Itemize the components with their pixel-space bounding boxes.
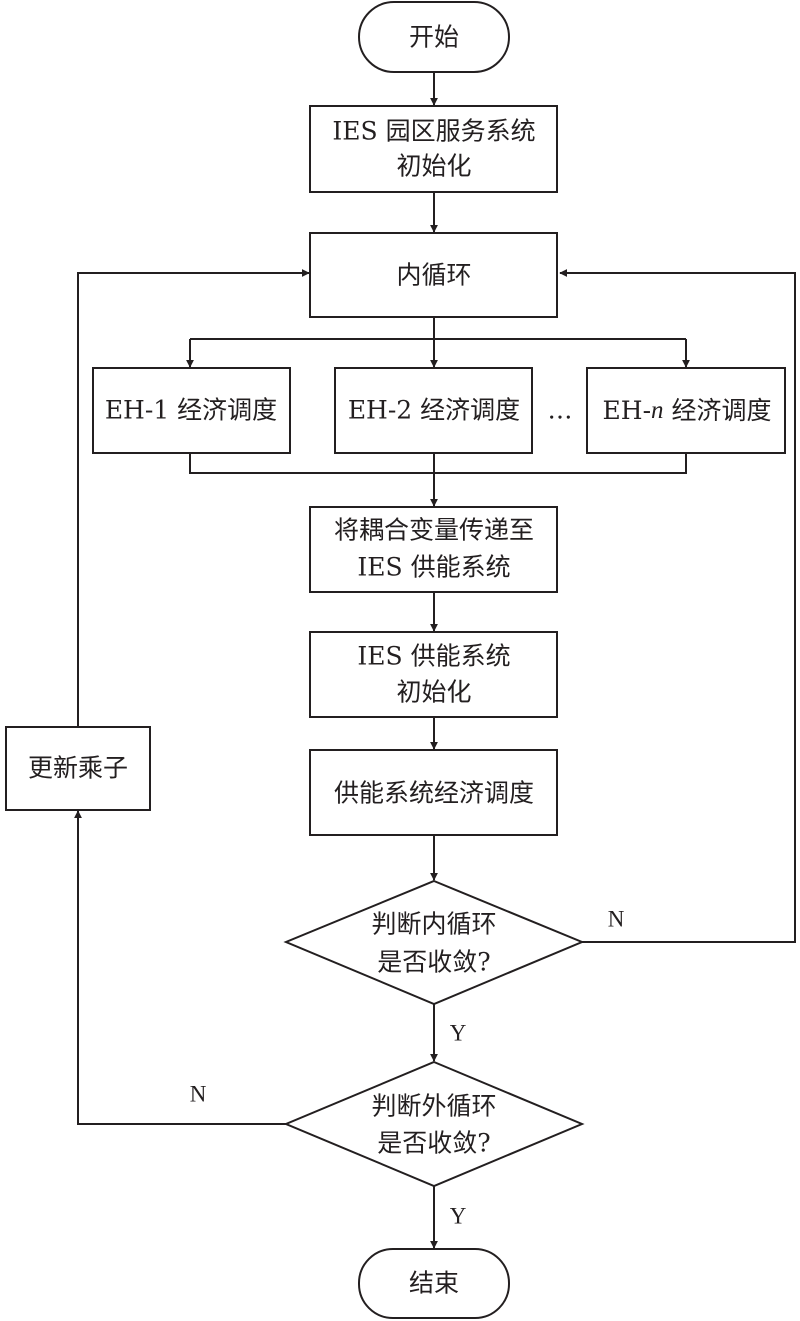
init-supply-label-line2: 初始化	[396, 678, 471, 707]
inner-loop-node: 内循环	[309, 232, 558, 318]
pass-vars-label-line1: 将耦合变量传递至	[334, 516, 534, 545]
init-supply-label-line1: IES 供能系统	[357, 642, 510, 671]
update-multiplier-node: 更新乘子	[5, 726, 151, 811]
init-service-label-line2: 初始化	[396, 152, 471, 181]
outer-check-decision: 判断外循环 是否收敛?	[283, 1060, 585, 1188]
arrow-outer-check-no	[74, 810, 286, 1125]
outer-check-label-line2: 是否收敛?	[377, 1129, 490, 1158]
ellipsis-label: …	[548, 396, 573, 425]
inner-loop-label: 内循环	[396, 261, 471, 290]
line-merge-eh	[189, 453, 687, 474]
arrow-inner-check-no	[559, 269, 796, 943]
eh1-label: EH-1 经济调度	[105, 396, 277, 425]
pass-vars-node: 将耦合变量传递至 IES 供能系统	[309, 506, 558, 593]
eh2-label: EH-2 经济调度	[348, 396, 520, 425]
inner-check-decision: 判断内循环 是否收敛?	[283, 879, 585, 1006]
arrow-update-to-inner-loop	[77, 269, 310, 727]
inner-check-no-label: N	[608, 907, 625, 932]
ehn-node: EH-n 经济调度	[586, 367, 786, 454]
start-node: 开始	[358, 1, 510, 73]
ehn-label-var: n	[651, 397, 664, 424]
eh2-node: EH-2 经济调度	[334, 367, 533, 454]
connectors	[74, 72, 796, 1249]
outer-check-label-line1: 判断外循环	[371, 1092, 496, 1121]
start-label: 开始	[409, 23, 459, 52]
pass-vars-label-line2: IES 供能系统	[357, 553, 510, 582]
inner-check-yes-label: Y	[450, 1021, 467, 1046]
ehn-label: EH-n 经济调度	[603, 396, 772, 425]
init-supply-node: IES 供能系统 初始化	[309, 631, 558, 718]
init-service-label-line1: IES 园区服务系统	[332, 117, 535, 146]
ehn-label-prefix: EH-	[603, 396, 652, 425]
supply-dispatch-node: 供能系统经济调度	[309, 749, 558, 836]
inner-check-label-line1: 判断内循环	[371, 910, 496, 939]
update-multiplier-label: 更新乘子	[28, 754, 128, 783]
outer-check-no-label: N	[190, 1082, 207, 1107]
end-node: 结束	[358, 1248, 510, 1319]
end-label: 结束	[409, 1269, 459, 1298]
init-service-node: IES 园区服务系统 初始化	[309, 105, 558, 193]
supply-dispatch-label: 供能系统经济调度	[334, 779, 534, 808]
eh1-node: EH-1 经济调度	[92, 367, 291, 454]
ehn-label-suffix: 经济调度	[664, 396, 772, 425]
inner-check-label-line2: 是否收敛?	[377, 948, 490, 977]
outer-check-yes-label: Y	[450, 1204, 467, 1229]
